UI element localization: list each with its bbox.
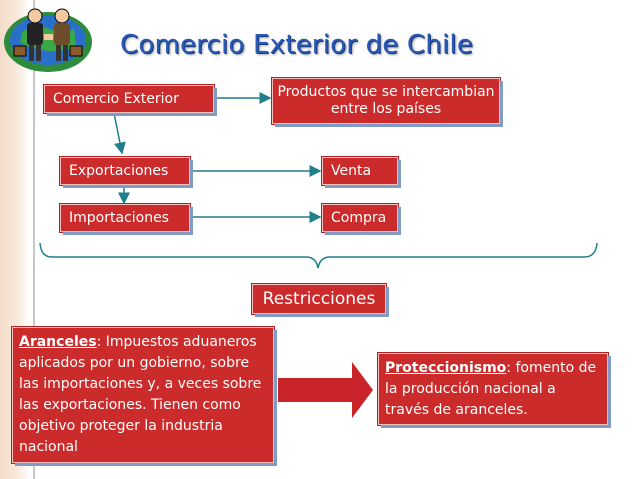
aranceles-term: Aranceles	[19, 334, 97, 350]
node-restricciones: Restricciones	[252, 284, 386, 314]
node-importaciones: Importaciones	[60, 204, 190, 232]
node-productos: Productos que se intercambian entre los …	[272, 78, 500, 124]
people-globe-clipart-icon	[4, 8, 92, 72]
slide-title: Comercio Exterior de Chile	[120, 30, 474, 60]
node-venta: Venta	[322, 157, 398, 185]
aranceles-text: : Impuestos aduaneros aplicados por un g…	[19, 334, 262, 455]
proteccionismo-box: Proteccionismo: fomento de la producción…	[378, 353, 608, 425]
arrow-comercio-exportaciones	[113, 112, 126, 155]
proteccionismo-term: Proteccionismo	[385, 360, 507, 376]
proteccionismo-text: : fomento de la producción nacional a tr…	[385, 360, 597, 418]
brace-restricciones	[39, 242, 598, 269]
red-arrow-aranceles-proteccionismo	[278, 362, 373, 418]
node-exportaciones: Exportaciones	[60, 157, 190, 185]
left-decor-line	[33, 0, 35, 479]
node-compra: Compra	[322, 204, 398, 232]
aranceles-box: Aranceles: Impuestos aduaneros aplicados…	[12, 327, 274, 463]
node-comercio-exterior: Comercio Exterior	[44, 85, 214, 113]
